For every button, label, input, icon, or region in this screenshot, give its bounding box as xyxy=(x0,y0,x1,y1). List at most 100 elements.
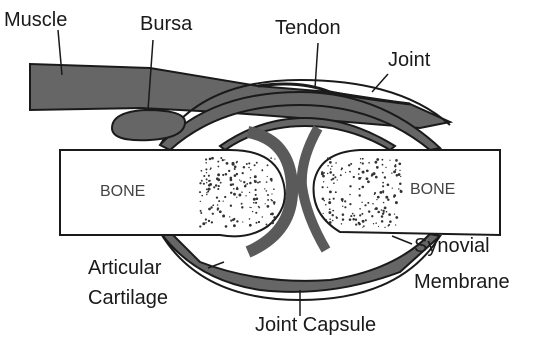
stipple-dot xyxy=(355,219,357,221)
stipple-dot xyxy=(205,168,207,170)
stipple-dot xyxy=(398,162,401,165)
stipple-dot xyxy=(360,162,361,163)
stipple-dot xyxy=(217,204,218,205)
stipple-dot xyxy=(270,199,271,200)
stipple-dot xyxy=(358,194,360,196)
stipple-dot xyxy=(254,180,255,181)
label-joint-capsule: Joint Capsule xyxy=(255,315,376,335)
stipple-dot xyxy=(224,159,225,160)
label-muscle: Muscle xyxy=(4,10,67,30)
stipple-dot xyxy=(360,177,361,178)
stipple-dot xyxy=(236,173,238,175)
stipple-dot xyxy=(203,183,205,185)
stipple-dot xyxy=(349,203,351,205)
stipple-dot xyxy=(366,169,369,172)
stipple-dot xyxy=(257,182,259,184)
stipple-dot xyxy=(373,172,376,175)
stipple-dot xyxy=(374,192,376,194)
stipple-dot xyxy=(225,173,228,176)
stipple-dot xyxy=(328,201,331,204)
stipple-dot xyxy=(239,179,240,180)
stipple-dot xyxy=(329,221,332,224)
stipple-dot xyxy=(245,195,246,196)
stipple-dot xyxy=(206,182,207,183)
stipple-dot xyxy=(387,198,389,200)
stipple-dot xyxy=(376,158,379,161)
stipple-dot xyxy=(249,182,252,185)
stipple-dot xyxy=(349,194,351,196)
stipple-dot xyxy=(395,201,398,204)
stipple-dot xyxy=(384,227,385,228)
label-articular-line2: Cartilage xyxy=(88,288,168,308)
stipple-dot xyxy=(377,196,379,198)
stipple-dot xyxy=(208,220,210,222)
stipple-dot xyxy=(236,220,238,222)
stipple-dot xyxy=(398,188,400,190)
stipple-dot xyxy=(361,186,364,189)
stipple-dot xyxy=(362,162,364,164)
stipple-dot xyxy=(373,223,374,224)
stipple-dot xyxy=(222,159,224,161)
stipple-dot xyxy=(385,196,388,199)
stipple-dot xyxy=(332,210,334,212)
stipple-dot xyxy=(233,224,236,227)
stipple-dot xyxy=(353,215,355,217)
stipple-dot xyxy=(229,216,230,217)
stipple-dot xyxy=(256,162,258,164)
stipple-dot xyxy=(265,203,266,204)
stipple-dot xyxy=(329,161,332,164)
stipple-dot xyxy=(234,174,237,177)
stipple-dot xyxy=(217,207,219,209)
stipple-dot xyxy=(274,203,275,204)
stipple-dot xyxy=(342,206,343,207)
stipple-dot xyxy=(255,202,257,204)
stipple-dot xyxy=(223,200,224,201)
stipple-dot xyxy=(209,183,212,186)
stipple-dot xyxy=(206,192,207,193)
stipple-dot xyxy=(392,187,393,188)
stipple-dot xyxy=(327,165,329,167)
stipple-dot xyxy=(399,170,400,171)
stipple-dot xyxy=(383,202,385,204)
stipple-dot xyxy=(329,171,332,174)
label-articular-line1: Articular xyxy=(88,258,161,278)
stipple-dot xyxy=(266,181,268,183)
stipple-dot xyxy=(205,218,207,220)
stipple-dot xyxy=(241,203,243,205)
stipple-dot xyxy=(217,161,219,163)
stipple-dot xyxy=(359,224,361,226)
stipple-dot xyxy=(226,162,229,165)
stipple-dot xyxy=(219,210,222,213)
stipple-dot xyxy=(270,178,273,181)
stipple-dot xyxy=(238,194,241,197)
stipple-dot xyxy=(259,181,261,183)
stipple-dot xyxy=(384,176,386,178)
stipple-dot xyxy=(393,170,396,173)
stipple-dot xyxy=(383,212,384,213)
stipple-dot xyxy=(375,161,378,164)
stipple-dot xyxy=(382,182,384,184)
stipple-dot xyxy=(205,162,207,164)
stipple-dot xyxy=(332,178,334,180)
stipple-dot xyxy=(342,218,344,220)
label-synovial-line1: Synovial xyxy=(414,236,490,256)
stipple-dot xyxy=(395,216,398,219)
bursa-shape xyxy=(112,110,185,140)
stipple-dot xyxy=(388,213,391,216)
stipple-dot xyxy=(207,191,209,193)
stipple-dot xyxy=(395,159,398,162)
stipple-dot xyxy=(249,218,251,220)
stipple-dot xyxy=(250,177,252,179)
stipple-dot xyxy=(273,188,275,190)
stipple-dot xyxy=(208,175,210,177)
stipple-dot xyxy=(250,169,252,171)
synovial-leader xyxy=(392,236,412,244)
stipple-dot xyxy=(341,198,344,201)
stipple-dot xyxy=(394,213,395,214)
stipple-dot xyxy=(381,159,383,161)
stipple-dot xyxy=(382,172,384,174)
stipple-dot xyxy=(335,191,337,193)
stipple-dot xyxy=(386,211,388,213)
stipple-dot xyxy=(213,186,215,188)
stipple-dot xyxy=(248,167,250,169)
